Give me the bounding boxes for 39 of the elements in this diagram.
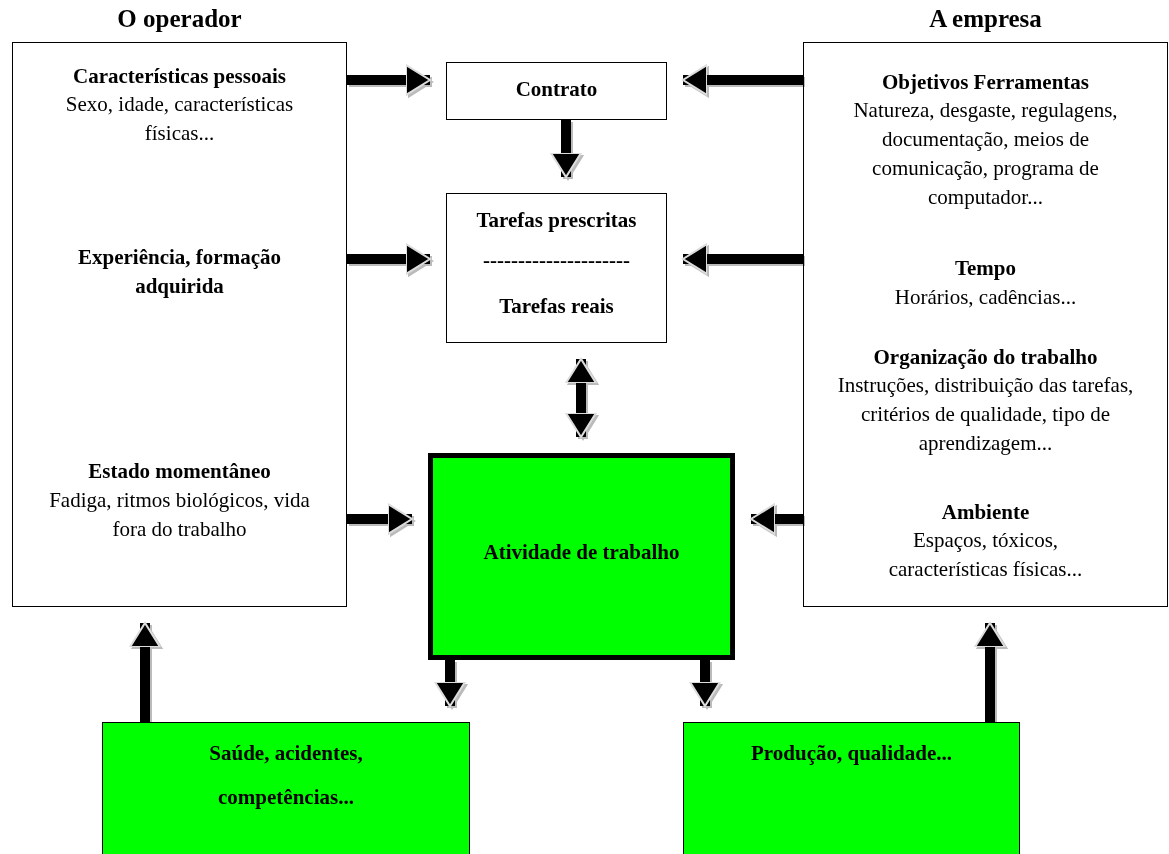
section-text: Natureza, desgaste, regulagens, documentação, meios de comunicação, programa de computador...	[852, 97, 1119, 211]
box-label: Tarefas reais	[498, 293, 615, 320]
process-box	[446, 62, 667, 120]
block-arrow	[974, 622, 1006, 722]
block-arrow	[434, 660, 466, 707]
box-label: Produção, qualidade...	[750, 740, 953, 767]
panel-heading: A empresa	[928, 4, 1043, 33]
section-text: Espaços, tóxicos, características físicas...	[887, 527, 1084, 583]
box-label: Tarefas prescritas	[475, 207, 638, 234]
block-arrow	[347, 503, 413, 535]
block-arrow	[750, 503, 803, 535]
box-label: Contrato	[514, 76, 599, 103]
block-arrow	[347, 64, 431, 96]
block-arrow	[550, 120, 582, 178]
section-heading: Experiência, formação adquirida	[77, 244, 282, 300]
activity-box	[428, 453, 735, 660]
section-text: Sexo, idade, características físicas...	[64, 91, 295, 147]
section-text: Horários, cadências...	[893, 284, 1078, 311]
section-heading: Tempo	[953, 255, 1018, 282]
panel-heading: O operador	[116, 4, 243, 33]
block-arrow	[565, 358, 597, 438]
block-arrow	[689, 660, 721, 707]
section-heading: Organização do trabalho	[872, 344, 1099, 371]
section-heading: Estado momentâneo	[87, 458, 272, 485]
block-arrow	[682, 243, 803, 275]
block-arrow	[347, 243, 431, 275]
section-heading: Objetivos Ferramentas	[881, 69, 1090, 96]
outcome-box	[102, 722, 470, 854]
section-text: Fadiga, ritmos biológicos, vida fora do trabalho	[48, 487, 311, 543]
section-text: Instruções, distribuição das tarefas, critérios de qualidade, tipo de aprendizagem...	[836, 372, 1135, 457]
outcome-box	[683, 722, 1020, 854]
box-label: Atividade de trabalho	[482, 539, 681, 566]
divider-text: ---------------------	[482, 247, 631, 274]
block-arrow	[682, 64, 803, 96]
block-arrow	[129, 622, 161, 722]
box-label: Saúde, acidentes, competências...	[208, 740, 364, 811]
process-box	[446, 193, 667, 343]
section-heading: Características pessoais	[72, 63, 287, 90]
section-heading: Ambiente	[940, 499, 1031, 526]
